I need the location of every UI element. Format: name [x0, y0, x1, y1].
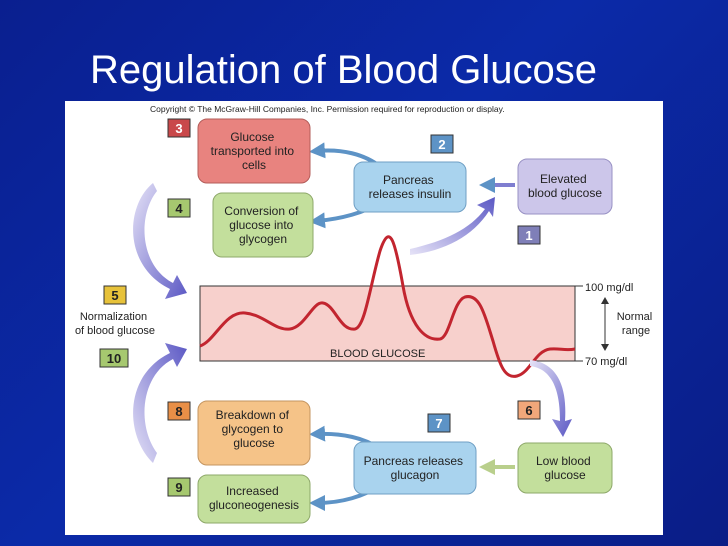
box-glucose-transport-text: Glucose transported into cells [211, 130, 298, 172]
step-badge-7: 7 [427, 413, 451, 433]
svg-text:7: 7 [435, 416, 442, 431]
svg-text:1: 1 [525, 228, 532, 243]
step-badge-1: 1 [517, 225, 541, 245]
svg-text:5: 5 [111, 288, 118, 303]
step-badge-6: 6 [517, 400, 541, 420]
glucose-regulation-diagram: BLOOD GLUCOSE 100 mg/dl 70 mg/dl Normal … [75, 118, 656, 524]
box-glucose-transport [197, 118, 311, 184]
step-badge-10: 10 [99, 348, 129, 368]
step-badge-8: 8 [167, 401, 191, 421]
box-pancreas-glucagon-text: Pancreas releases glucagon [364, 454, 467, 482]
band-label: BLOOD GLUCOSE [330, 348, 425, 360]
range-arrowhead-down [601, 344, 609, 351]
box-elevated-text: Elevated blood glucose [528, 172, 602, 200]
range-arrowhead-up [601, 297, 609, 304]
box-gluconeogenesis [197, 474, 311, 524]
box-conversion [212, 192, 314, 258]
feedback-arrow-top-left [133, 183, 187, 299]
slide-title: Regulation of Blood Glucose [90, 48, 597, 92]
box-gluconeogenesis-text: Increased gluconeogenesis [209, 484, 299, 512]
arrow-to-low-glucose [530, 360, 572, 437]
svg-text:3: 3 [175, 121, 182, 136]
blood-glucose-band [199, 285, 576, 362]
step-badge-9: 9 [167, 477, 191, 497]
arrow-to-insulin [410, 197, 495, 255]
step-badge-5: 5 [103, 285, 127, 305]
box-breakdown [197, 400, 311, 466]
step-badge-2: 2 [430, 134, 454, 154]
box-low-text: Low blood glucose [536, 454, 594, 482]
step-badge-4: 4 [167, 198, 191, 218]
copyright-notice: Copyright © The McGraw-Hill Companies, I… [150, 104, 505, 114]
diagram-panel: Copyright © The McGraw-Hill Companies, I… [65, 101, 663, 535]
box-pancreas-glucagon [353, 441, 477, 495]
lower-limit-label: 70 mg/dl [585, 356, 627, 368]
box-pancreas-insulin [353, 161, 467, 213]
svg-text:9: 9 [175, 480, 182, 495]
svg-text:10: 10 [107, 351, 121, 366]
box-breakdown-text: Breakdown of glycogen to glucose [216, 408, 293, 450]
svg-text:8: 8 [175, 404, 182, 419]
box-pancreas-insulin-text: Pancreas releases insulin [369, 173, 452, 201]
box-elevated [517, 158, 613, 215]
box-low [517, 442, 613, 494]
feedback-arrow-bottom-left [133, 343, 187, 463]
normalization-label: Normalization of blood glucose [75, 311, 155, 337]
svg-text:2: 2 [438, 137, 445, 152]
box-conversion-text: Conversion of glucose into glycogen [224, 204, 301, 246]
normal-range-label: Normal range [617, 311, 656, 337]
glucose-curve [199, 235, 576, 378]
step-badge-3: 3 [167, 118, 191, 138]
svg-text:4: 4 [175, 201, 183, 216]
upper-limit-label: 100 mg/dl [585, 282, 633, 294]
svg-text:6: 6 [525, 403, 532, 418]
